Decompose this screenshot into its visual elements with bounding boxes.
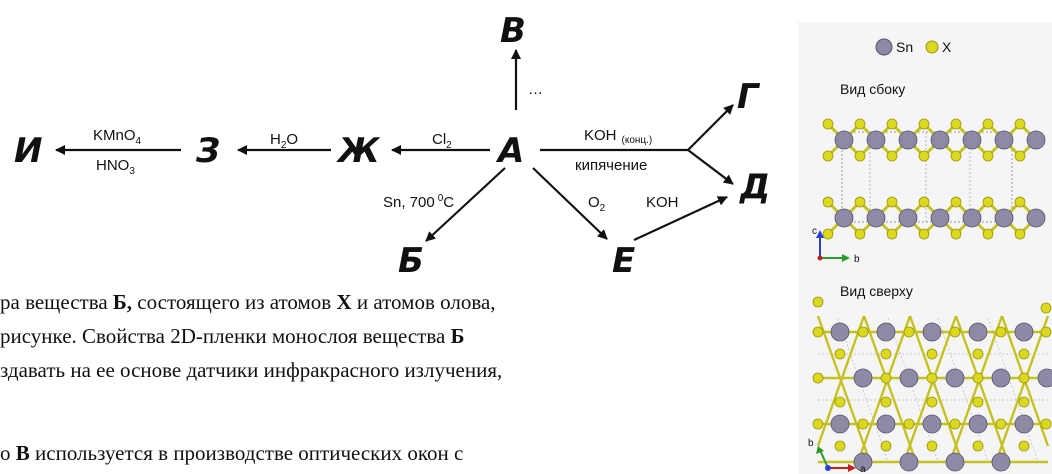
svg-text:b: b xyxy=(854,254,860,265)
side-view-title: Вид сбоку xyxy=(840,81,905,97)
node-zh: Ж xyxy=(336,131,381,171)
top-view-title: Вид сверху xyxy=(840,283,913,299)
label-a-zh: Cl2 xyxy=(432,131,452,151)
node-a: А xyxy=(495,131,524,171)
text-line-3: здавать на ее основе датчики инфракрасно… xyxy=(0,358,503,382)
side-view-axes: c b xyxy=(812,226,860,265)
svg-text:b: b xyxy=(808,438,814,449)
node-z: З xyxy=(195,131,220,171)
reaction-scheme: А В Ж З И Г Д Б Е … Cl2 H2O KMnO4 HNO3 K… xyxy=(14,11,770,281)
side-view xyxy=(822,118,1046,240)
text-line-2: рисунке. Свойства 2D-пленки монослоя вещ… xyxy=(0,324,465,348)
legend-x-label: X xyxy=(942,39,952,55)
label-a-gd-bottom: кипячение xyxy=(575,157,647,174)
label-z-i-top: KMnO4 xyxy=(93,127,142,147)
arrow-a-to-b xyxy=(425,167,506,242)
arrow-branch-to-d xyxy=(687,149,734,185)
legend-sn-ball xyxy=(875,38,893,56)
crystal-structure-panel: Sn X Вид сбоку xyxy=(798,22,1052,474)
text-line-4: о В используется в производстве оптическ… xyxy=(0,441,464,465)
svg-text:a: a xyxy=(860,464,866,474)
svg-text:c: c xyxy=(812,226,817,237)
legend-x-ball xyxy=(925,40,939,54)
top-view-axes: b a xyxy=(808,438,866,474)
top-view xyxy=(812,296,1052,472)
arrow-a-to-e xyxy=(532,167,608,240)
node-d: Д xyxy=(739,167,770,207)
node-g: Г xyxy=(737,77,761,117)
node-v: В xyxy=(500,11,526,51)
label-e-d: KOH xyxy=(646,194,679,211)
label-zh-z: H2O xyxy=(270,131,298,151)
label-z-i-bottom: HNO3 xyxy=(96,157,135,177)
node-b: Б xyxy=(398,241,424,281)
node-e: Е xyxy=(612,241,635,281)
label-a-v: … xyxy=(528,81,543,98)
arrow-e-to-d xyxy=(633,196,728,241)
node-i: И xyxy=(14,131,42,171)
text-line-1: ра вещества Б, состоящего из атомов X и … xyxy=(0,290,496,314)
label-a-gd-top: KOH(конц.) xyxy=(584,127,652,146)
arrow-branch-to-g xyxy=(687,104,734,151)
legend-sn-label: Sn xyxy=(896,39,913,55)
label-a-e: O2 xyxy=(588,194,606,214)
